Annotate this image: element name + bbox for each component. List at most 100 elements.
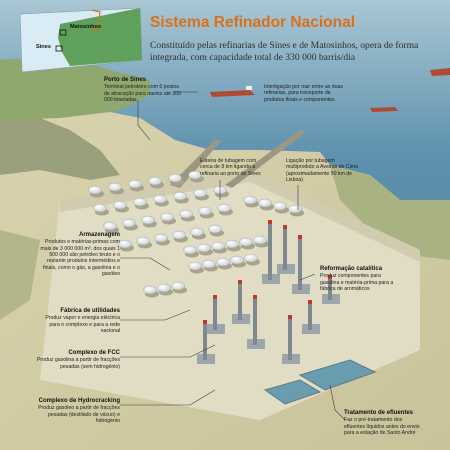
page-subtitle: Constituído pelas refinarias de Sines e … [150, 40, 419, 63]
storage-tank [198, 206, 212, 216]
process-column [213, 295, 217, 330]
storage-tank [160, 212, 174, 222]
label-hydrocracking: Complexo de Hydrocracking Produz gasóleo… [30, 398, 120, 424]
process-column [328, 275, 332, 300]
label-armazenagem: Armazenagem Produtos e matérias-primas c… [34, 232, 120, 277]
storage-tank [216, 257, 230, 267]
column-cap [268, 220, 272, 224]
storage-tank [122, 218, 136, 228]
process-column [238, 280, 242, 320]
storage-tank [136, 236, 150, 246]
storage-tank [171, 281, 185, 291]
map-marker-sines [55, 45, 63, 52]
platform-edge [60, 170, 420, 262]
storage-tank [108, 182, 122, 192]
column-cap [238, 280, 242, 284]
column-cap [298, 235, 302, 239]
tanker-ship-3 [370, 107, 398, 112]
effluent-pond-2 [263, 379, 322, 405]
storage-tank [243, 195, 257, 205]
column-cap [328, 275, 332, 279]
column-cap [253, 295, 257, 299]
process-column [308, 300, 312, 330]
field-east [330, 165, 450, 260]
label-esteira-desc: Esteira de tubagem com cerca de 8 km lig… [200, 158, 261, 177]
label-hydrocracking-title: Complexo de Hydrocracking [38, 398, 120, 404]
label-reformacao-title: Reformação catalítica [320, 266, 383, 272]
label-porto-sines: Porto de Sines Terminal petroleiro com 6… [104, 77, 184, 103]
storage-tank [173, 191, 187, 201]
label-efluentes: Tratamento de efluentes Faz o pré-tratam… [344, 410, 420, 436]
storage-tank [208, 224, 222, 234]
tanker-ship-1 [210, 86, 255, 97]
process-column [253, 295, 257, 345]
storage-tank [133, 197, 147, 207]
label-ligacao-desc: Ligação por tubagem multiproduto a Aveir… [286, 158, 358, 183]
storage-tank [225, 239, 239, 249]
label-esteira: Esteira de tubagem com cerca de 8 km lig… [200, 158, 266, 177]
storage-tank [230, 255, 244, 265]
process-column [288, 315, 292, 360]
refinery-platform [40, 170, 420, 420]
label-fcc-desc: Produz gasolina a partir de fracções pes… [36, 357, 120, 370]
process-units [197, 220, 340, 364]
storage-tank [103, 221, 117, 231]
storage-tank [154, 233, 168, 243]
label-reformacao: Reformação catalítica Produz componentes… [320, 266, 396, 292]
label-utilidades: Fábrica de utilidades Produz vapor e ene… [34, 308, 120, 334]
storage-tank [288, 204, 302, 214]
storage-tank [244, 253, 258, 263]
map-label-matosinhos: Matosinhos [70, 24, 102, 30]
process-column [203, 320, 207, 360]
storage-tank [188, 261, 202, 271]
headland [0, 118, 120, 180]
effluent-pond-1 [298, 359, 377, 391]
column-cap [283, 225, 287, 229]
label-fcc-title: Complexo de FCC [68, 350, 120, 356]
storage-tank [197, 243, 211, 253]
label-ligacao: Ligação por tubagem multiproduto a Aveir… [286, 158, 358, 183]
storage-tank [143, 285, 157, 295]
storage-tank [93, 203, 107, 213]
storage-tank [113, 200, 127, 210]
label-interligacao: Interligação por mar entre as duas refin… [264, 84, 344, 103]
storage-tank [141, 215, 155, 225]
storage-tank [183, 245, 197, 255]
storage-tank [193, 188, 207, 198]
process-column [283, 225, 287, 270]
label-reformacao-desc: Produz componentes para gasolina e matér… [320, 273, 394, 292]
map-marker-matosinhos [59, 29, 67, 36]
page-title: Sistema Refinador Nacional [150, 14, 356, 31]
label-porto-sines-title: Porto de Sines [104, 77, 147, 83]
label-efluentes-desc: Faz o pré-tratamento dos efluentes líqui… [344, 417, 420, 436]
pipeline-corridor [170, 140, 222, 188]
label-armazenagem-title: Armazenagem [78, 232, 120, 238]
tanker-ship-2 [430, 68, 450, 76]
label-fcc: Complexo de FCC Produz gasolina a partir… [34, 350, 120, 370]
column-cap [213, 295, 217, 299]
storage-tank [239, 237, 253, 247]
column-cap [308, 300, 312, 304]
storage-tank [157, 283, 171, 293]
storage-tank [273, 201, 287, 211]
column-cap [203, 320, 207, 324]
label-interligacao-desc: Interligação por mar entre as duas refin… [264, 84, 344, 103]
storage-tank [168, 173, 182, 183]
storage-tank [88, 185, 102, 195]
field-west [0, 230, 40, 320]
map-land [58, 8, 142, 66]
distant-coast [0, 55, 150, 130]
storage-tank [202, 259, 216, 269]
label-porto-sines-desc: Terminal petroleiro com 6 postos de atra… [104, 84, 182, 103]
label-armazenagem-desc: Produtos e matérias-primas com mais de 3… [40, 239, 120, 277]
label-utilidades-title: Fábrica de utilidades [60, 308, 120, 314]
storage-tank [128, 179, 142, 189]
storage-tank [217, 203, 231, 213]
map-label-sines: Sines [36, 44, 51, 50]
label-efluentes-title: Tratamento de efluentes [344, 410, 414, 416]
storage-tank [258, 198, 272, 208]
process-column [268, 220, 272, 280]
storage-tank [172, 230, 186, 240]
storage-tank [190, 227, 204, 237]
